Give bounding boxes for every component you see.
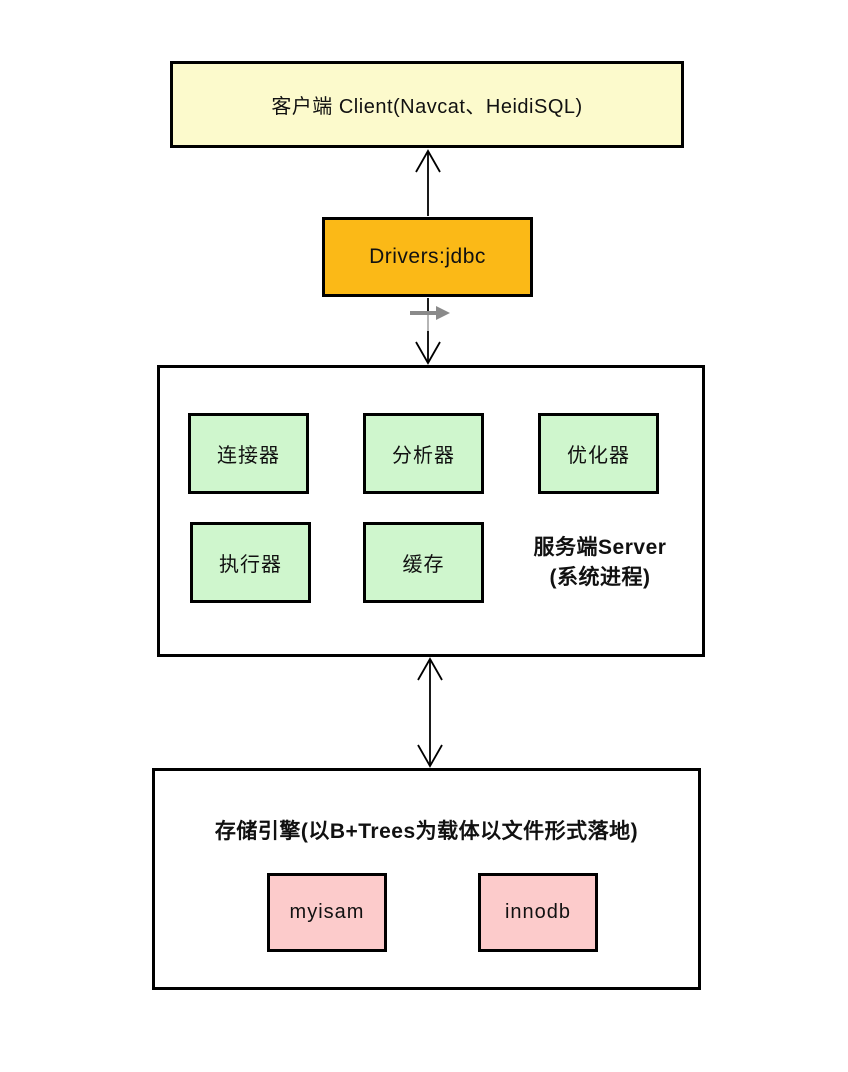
engine-label: innodb [504, 901, 572, 923]
component-label: 执行器 [219, 554, 282, 576]
server-component-analyzer: 分析器 [363, 413, 484, 494]
server-label-line1: 服务端Server [533, 536, 667, 559]
client-node: 客户端 Client(Navcat、HeidiSQL) [170, 61, 684, 148]
component-label: 缓存 [402, 554, 445, 576]
server-component-executor: 执行器 [190, 522, 311, 603]
server-component-connector: 连接器 [188, 413, 309, 494]
gray-right-arrow [410, 306, 450, 331]
engine-label: myisam [289, 901, 365, 923]
arrow-driver-to-client [415, 149, 441, 216]
server-component-optimizer: 优化器 [538, 413, 659, 494]
client-label: 客户端 Client(Navcat、HeidiSQL) [271, 96, 583, 118]
server-label-line2: (系统进程) [549, 566, 651, 589]
storage-engine-myisam: myisam [267, 873, 387, 952]
driver-label: Drivers:jdbc [369, 245, 486, 268]
server-node: 连接器 分析器 优化器 执行器 缓存 服务端Server (系统进程) [157, 365, 705, 657]
driver-node: Drivers:jdbc [322, 217, 533, 297]
component-label: 优化器 [567, 445, 630, 467]
component-label: 分析器 [392, 445, 455, 467]
storage-node: 存储引擎(以B+Trees为载体以文件形式落地) myisam innodb [152, 768, 701, 990]
server-component-cache: 缓存 [363, 522, 484, 603]
arrow-driver-to-server [415, 298, 441, 365]
arrow-server-storage [417, 657, 443, 768]
storage-engine-innodb: innodb [478, 873, 598, 952]
server-node-label: 服务端Server (系统进程) [510, 533, 690, 593]
storage-title: 存储引擎(以B+Trees为载体以文件形式落地) [214, 820, 639, 843]
component-label: 连接器 [217, 445, 280, 467]
